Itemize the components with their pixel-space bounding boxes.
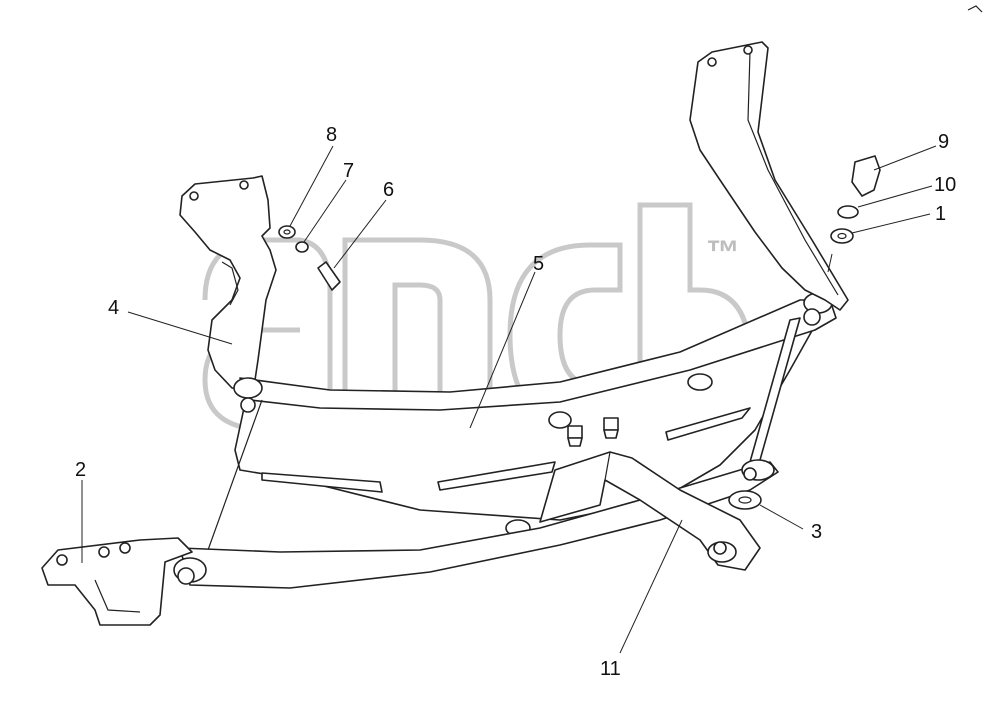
lower-frame-arm xyxy=(173,459,779,589)
callout-11: 11 xyxy=(600,658,621,680)
callout-5: 5 xyxy=(533,253,544,275)
bolt-9 xyxy=(851,155,881,197)
right-upright-bracket xyxy=(689,41,849,311)
part-4-left-bracket xyxy=(179,175,277,391)
nut-7 xyxy=(295,241,309,253)
callout-7: 7 xyxy=(343,160,354,182)
callout-8: 8 xyxy=(326,124,337,146)
leader-lines xyxy=(81,145,937,654)
callout-3: 3 xyxy=(811,521,822,543)
callout-6: 6 xyxy=(383,179,394,201)
callout-1: 1 xyxy=(935,203,946,225)
part-2-foot-bracket xyxy=(41,537,193,626)
corner-mark xyxy=(967,5,983,13)
fastener-hardware xyxy=(278,155,881,510)
callout-2: 2 xyxy=(75,459,86,481)
callout-labels: 8 7 6 9 10 1 5 4 2 3 11 xyxy=(75,124,956,680)
callout-4: 4 xyxy=(108,297,119,319)
washer-8 xyxy=(278,225,296,239)
washer-10 xyxy=(837,205,859,219)
callout-10: 10 xyxy=(934,174,956,196)
washer-1 xyxy=(830,228,854,244)
watermark-trademark: ™ xyxy=(706,234,740,272)
bolt-6 xyxy=(317,261,341,291)
part-11-hinge-arm xyxy=(539,417,761,571)
washer-3 xyxy=(728,490,762,510)
callout-9: 9 xyxy=(938,131,949,153)
